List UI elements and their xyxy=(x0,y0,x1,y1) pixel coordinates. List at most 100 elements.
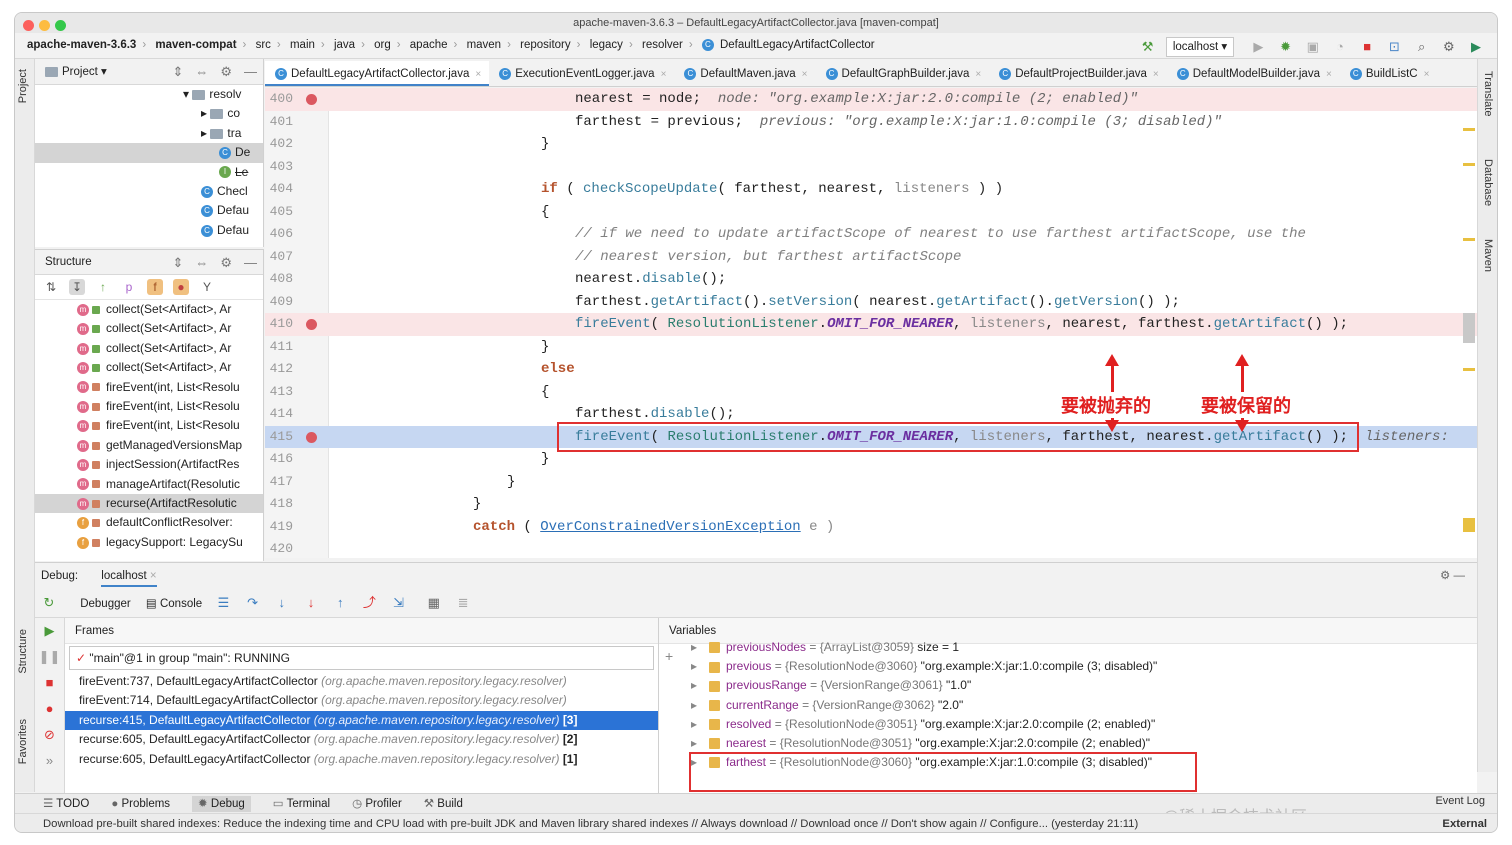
force-step-into-icon[interactable]: ↓ xyxy=(307,595,315,610)
breakpoint-icon[interactable] xyxy=(306,319,317,330)
profile-icon[interactable]: ◔ xyxy=(1336,39,1344,54)
expand-arrow-icon[interactable]: ▸ xyxy=(691,697,698,712)
variable-row[interactable]: ▸resolved = {ResolutionNode@3051} "org.e… xyxy=(659,715,1477,734)
class-link[interactable]: OverConstrainedVersionException xyxy=(540,518,801,535)
project-panel-title[interactable]: Project xyxy=(62,66,98,78)
step-out-icon[interactable]: ↑ xyxy=(336,595,344,610)
bottom-tab[interactable]: ⚒ Build xyxy=(424,798,463,810)
mute-breakpoints-icon[interactable]: ⊘ xyxy=(44,727,55,742)
expand-arrow-icon[interactable]: ▸ xyxy=(691,716,698,731)
close-icon[interactable]: × xyxy=(475,69,482,80)
external-label[interactable]: External xyxy=(1442,818,1487,830)
translate-tool-tab[interactable]: Translate xyxy=(1482,71,1494,117)
run-config-selector[interactable]: localhost ▾ xyxy=(1165,37,1235,57)
gear-icon[interactable]: ⚙ xyxy=(220,255,232,270)
project-structure-icon[interactable]: ⊡ xyxy=(1388,39,1400,54)
breadcrumb-item[interactable]: resolver xyxy=(641,39,683,52)
event-log[interactable]: Event Log xyxy=(1435,795,1485,807)
database-tool-tab[interactable]: Database xyxy=(1482,159,1494,207)
favorites-tool-tab[interactable]: Favorites xyxy=(17,719,29,765)
expand-arrow-icon[interactable]: ▸ xyxy=(691,640,698,654)
breadcrumb-item[interactable]: apache xyxy=(409,39,448,52)
variable-row[interactable]: ▸farthest = {ResolutionNode@3060} "org.e… xyxy=(659,753,1477,772)
close-window-button[interactable] xyxy=(23,20,34,31)
zoom-window-button[interactable] xyxy=(55,20,66,31)
tree-item[interactable]: ▸ co xyxy=(201,106,241,121)
step-over-icon[interactable]: ↷ xyxy=(247,595,259,610)
tab-debugger[interactable]: Debugger xyxy=(80,598,131,610)
show-fields-icon[interactable]: f xyxy=(147,279,163,295)
bottom-tab[interactable]: ● Problems xyxy=(111,798,170,810)
drop-frame-icon[interactable]: ⤴ xyxy=(362,595,376,610)
hide-icon[interactable]: — xyxy=(244,64,257,79)
gear-icon[interactable]: ⚙ xyxy=(1442,39,1455,54)
close-icon[interactable]: × xyxy=(660,69,667,80)
breadcrumb-item[interactable]: repository xyxy=(520,39,571,52)
variable-row[interactable]: ▸previousRange = {VersionRange@3061} "1.… xyxy=(659,676,1477,695)
variable-row[interactable]: ▸nearest = {ResolutionNode@3051} "org.ex… xyxy=(659,734,1477,753)
breakpoint-icon[interactable] xyxy=(306,94,317,105)
close-icon[interactable]: × xyxy=(801,69,808,80)
close-icon[interactable]: × xyxy=(1423,69,1430,80)
close-icon[interactable]: × xyxy=(975,69,982,80)
scroll-marker[interactable] xyxy=(1463,313,1475,343)
maven-tool-tab[interactable]: Maven xyxy=(1482,239,1494,273)
hide-icon[interactable]: — xyxy=(244,255,257,270)
tree-item[interactable]: ▸ tra xyxy=(201,125,242,140)
show-inherited-icon[interactable]: ↑ xyxy=(100,280,106,294)
expand-arrow-icon[interactable]: ▸ xyxy=(691,735,698,750)
bottom-tab[interactable]: ▭ Terminal xyxy=(273,798,330,810)
variable-row[interactable]: ▸currentRange = {VersionRange@3062} "2.0… xyxy=(659,696,1477,715)
debug-session-tab[interactable]: localhost × xyxy=(101,570,157,587)
status-message[interactable]: Download pre-built shared indexes: Reduc… xyxy=(43,818,1139,830)
breadcrumb-item[interactable]: maven-compat xyxy=(155,39,237,52)
breadcrumb-item[interactable]: org xyxy=(374,39,391,52)
gear-icon[interactable]: ⚙ — xyxy=(1439,570,1465,582)
tab-console[interactable]: ▤ Console xyxy=(146,589,202,619)
breakpoint-icon[interactable] xyxy=(306,431,317,443)
build-hammer-icon[interactable]: ⚒ xyxy=(1141,39,1154,54)
thread-selector[interactable]: ✓ "main"@1 in group "main": RUNNING⬍ ↑ ↓… xyxy=(69,646,737,670)
expand-all-icon[interactable]: ⇕ xyxy=(172,64,184,79)
stack-frame[interactable]: recurse:415, DefaultLegacyArtifactCollec… xyxy=(65,710,658,731)
close-icon[interactable]: × xyxy=(149,570,157,582)
sort-alpha-icon[interactable]: ↧ xyxy=(69,279,85,295)
scroll-marker[interactable] xyxy=(1463,368,1475,371)
variable-row[interactable]: ▸previous = {ResolutionNode@3060} "org.e… xyxy=(659,657,1477,676)
stack-frame[interactable]: fireEvent:737, DefaultLegacyArtifactColl… xyxy=(65,672,658,691)
close-icon[interactable]: × xyxy=(1152,69,1159,80)
breadcrumb-item[interactable]: maven xyxy=(466,39,502,52)
more-icon[interactable]: » xyxy=(45,753,54,768)
rerun-icon[interactable]: ↻ xyxy=(43,595,55,610)
project-tool-tab[interactable]: Project xyxy=(17,69,29,104)
add-watch-icon[interactable]: + xyxy=(665,648,674,664)
evaluate-icon[interactable]: ▦ xyxy=(427,595,440,610)
structure-tool-tab[interactable]: Structure xyxy=(17,629,29,674)
collapse-all-icon[interactable]: ⇔ xyxy=(195,64,209,79)
expand-arrow-icon[interactable]: ▸ xyxy=(691,755,698,770)
collapse-all-icon[interactable]: ⇔ xyxy=(195,255,209,270)
stack-frame[interactable]: fireEvent:714, DefaultLegacyArtifactColl… xyxy=(65,691,658,710)
show-properties-icon[interactable]: p xyxy=(125,280,133,294)
scroll-marker[interactable] xyxy=(1463,128,1475,131)
